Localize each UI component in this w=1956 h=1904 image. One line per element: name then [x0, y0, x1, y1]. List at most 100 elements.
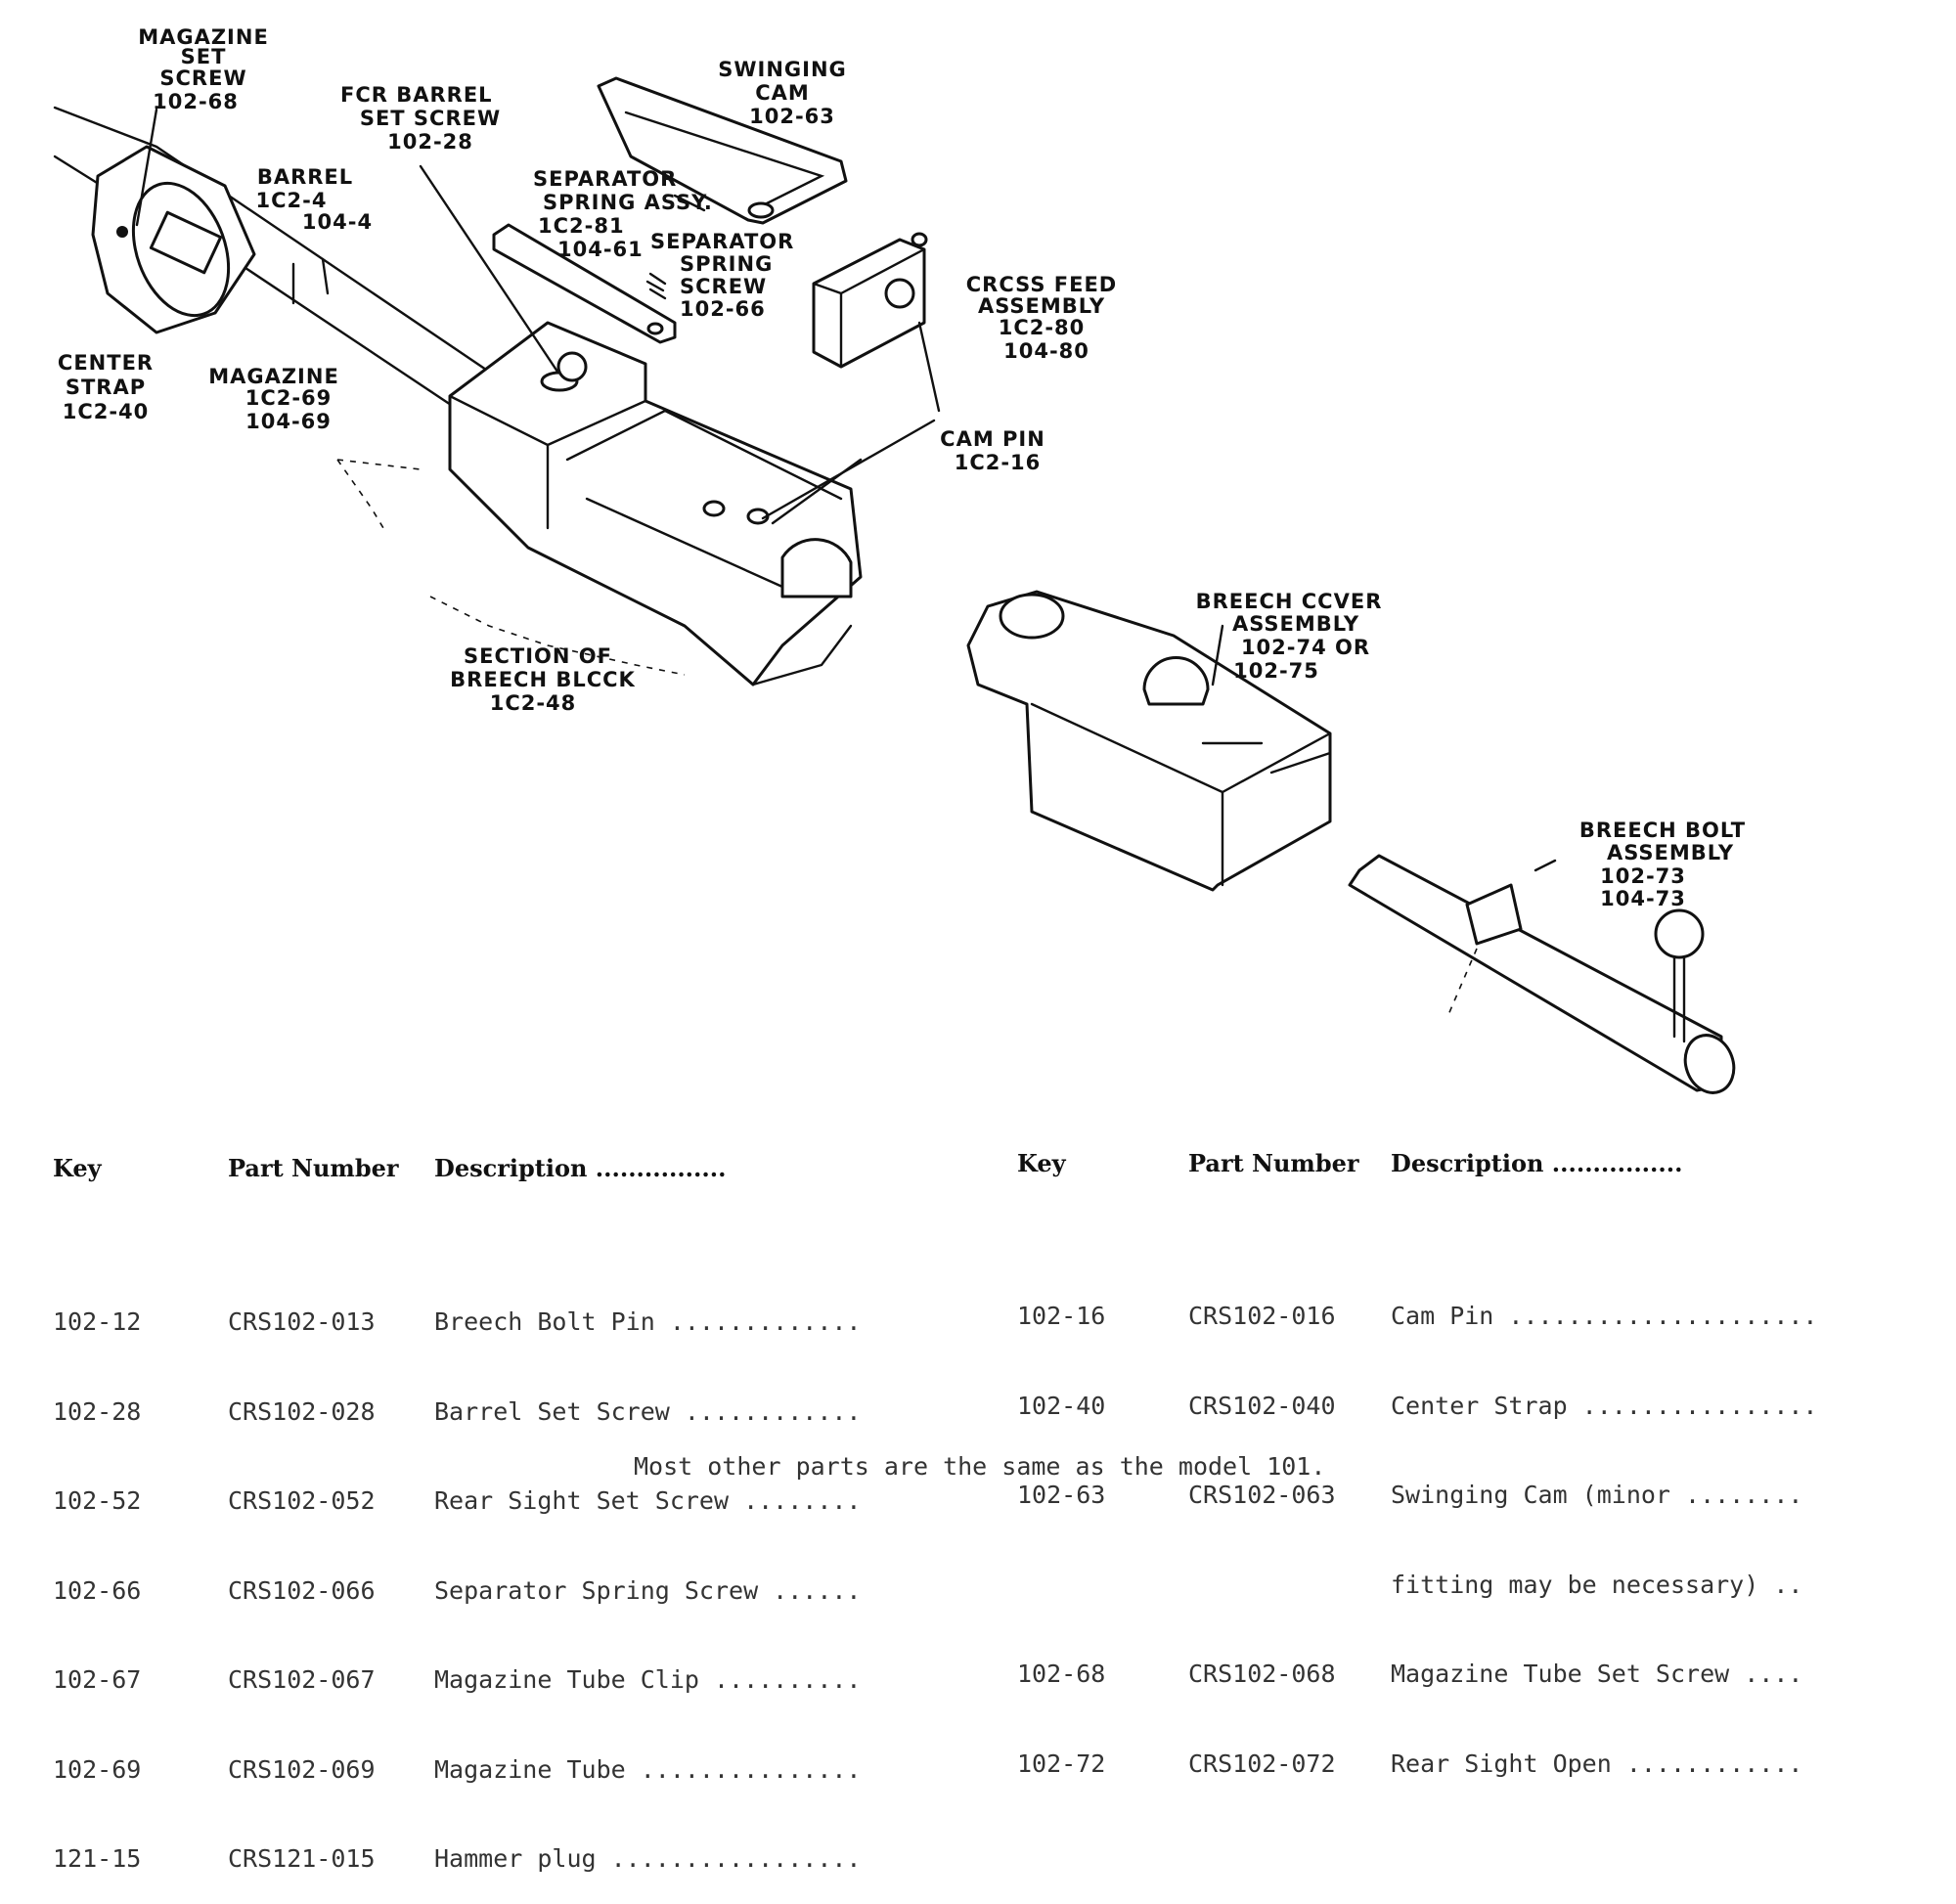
callout-line: SPRING [680, 252, 773, 276]
table-cell: 102-28 [53, 1396, 142, 1426]
table-cell: CRS121-015 [228, 1844, 376, 1873]
callout-line: SEPARATOR [533, 167, 677, 191]
callout-line: CENTER [58, 351, 154, 375]
callout-line: MAGAZINE [138, 25, 269, 49]
table-cell: Cam Pin ..................... [1391, 1302, 1818, 1330]
table-cell: 102-40 [1017, 1391, 1106, 1420]
table-cell: Magazine Tube Clip .......... [434, 1665, 862, 1694]
column-header-key: Key [53, 1154, 102, 1182]
callout-for-barrel-set-screw: FCR BARREL SET SCREW 102-28 [340, 83, 501, 154]
right-key-column: 102-16 102-40 102-63 102-68 102-72 [1017, 1242, 1105, 1809]
callout-line: SET SCREW [360, 107, 501, 130]
callout-line: ASSEMBLY [978, 294, 1105, 318]
callout-line: SPRING ASSY. [543, 191, 713, 214]
callout-line: BREECH BLCCK [450, 668, 636, 691]
callout-line: 1C2-16 [955, 451, 1042, 474]
table-cell: 102-66 [53, 1575, 142, 1605]
table-cell: Rear Sight Open ............ [1391, 1749, 1803, 1778]
callout-barrel: BARREL 1C2-4 104-4 [256, 165, 373, 234]
leader-lines [135, 108, 1557, 872]
left-key-column: 102-12 102-28 102-52 102-66 102-67 102-6… [53, 1248, 141, 1904]
left-description-column: Breech Bolt Pin ............. Barrel Set… [434, 1248, 862, 1904]
callout-line: CAM [755, 81, 810, 105]
table-cell: 102-69 [53, 1754, 142, 1784]
table-cell: CRS102-067 [228, 1665, 376, 1694]
callout-line: FCR BARREL [340, 83, 493, 107]
callout-line: 1C2-80 [999, 316, 1086, 339]
callout-line: SWINGING [718, 58, 847, 81]
callout-line: ASSEMBLY [1607, 841, 1734, 864]
table-cell: 102-63 [1017, 1481, 1106, 1509]
callout-line: 1C2-4 [256, 189, 328, 212]
callout-line: 104-61 [557, 238, 644, 261]
table-cell: CRS102-066 [228, 1575, 376, 1605]
callout-line: MAGAZINE [208, 365, 339, 388]
swinging-cam-drawing [597, 76, 848, 225]
table-cell: Barrel Set Screw ............ [434, 1396, 862, 1426]
callout-line: ASSEMBLY [1232, 612, 1359, 636]
column-header-description: Description ................ [434, 1154, 727, 1182]
callout-line: 102-28 [387, 130, 473, 154]
callout-swinging-cam: SWINGING CAM 102-63 [718, 58, 847, 128]
right-part-column: CRS102-016 CRS102-040 CRS102-063 CRS102-… [1188, 1242, 1336, 1809]
table-cell: 102-68 [1017, 1660, 1106, 1688]
callout-line: CAM PIN [940, 427, 1045, 451]
table-cell: CRS102-069 [228, 1754, 376, 1784]
callout-line: SECTION OF [464, 644, 612, 668]
column-header-part-number: Part Number [1188, 1149, 1359, 1177]
callout-line: 102-74 OR [1241, 636, 1370, 659]
callout-separator-spring-assy: SEPARATOR SPRING ASSY. 1C2-81 104-61 [533, 167, 713, 261]
callout-line: SEPARATOR [650, 230, 794, 253]
table-cell: 102-16 [1017, 1302, 1106, 1330]
cross-feed-drawing [812, 232, 928, 369]
footnote: Most other parts are the same as the mod… [634, 1452, 1326, 1481]
callout-line: 102-75 [1233, 659, 1319, 683]
callout-line: CRCSS FEED [966, 273, 1117, 296]
callout-line: BARREL [257, 165, 353, 189]
callout-section-of-breech-block: SECTION OF BREECH BLCCK 1C2-48 [450, 644, 636, 715]
table-cell: CRS102-040 [1188, 1391, 1336, 1420]
callout-cross-feed-assembly: CRCSS FEED ASSEMBLY 1C2-80 104-80 [966, 273, 1117, 363]
table-cell: Breech Bolt Pin ............. [434, 1307, 862, 1336]
callout-line: STRAP [66, 376, 146, 399]
callout-cam-pin: CAM PIN 1C2-16 [940, 427, 1045, 474]
table-cell: Center Strap ................ [1391, 1391, 1818, 1420]
callout-line: 102-68 [153, 90, 239, 113]
callout-separator-spring-screw: SEPARATOR SPRING SCREW 102-66 [650, 230, 794, 321]
table-cell: Magazine Tube Set Screw .... [1391, 1660, 1803, 1688]
breech-block-drawing [429, 321, 863, 686]
callout-line: SET [181, 45, 227, 68]
table-cell: fitting may be necessary) .. [1391, 1570, 1803, 1599]
table-cell: CRS102-072 [1188, 1749, 1336, 1778]
table-cell: 102-72 [1017, 1749, 1106, 1778]
column-header-key: Key [1017, 1149, 1066, 1177]
callout-line: 1C2-69 [245, 386, 333, 410]
separator-spring-drawing [492, 223, 677, 344]
callout-center-strap: CENTER STRAP 1C2-40 [58, 351, 154, 423]
table-cell: CRS102-068 [1188, 1660, 1336, 1688]
table-cell: Swinging Cam (minor ........ [1391, 1481, 1803, 1509]
callout-line: 1C2-40 [63, 400, 150, 423]
table-cell: CRS102-052 [228, 1486, 376, 1515]
breech-cover-drawing [966, 590, 1332, 892]
table-cell: 102-67 [53, 1665, 142, 1694]
callout-line: 104-4 [302, 210, 373, 234]
callout-line: BREECH BOLT [1579, 819, 1746, 842]
table-cell: Rear Sight Set Screw ........ [434, 1486, 862, 1515]
callout-line: BREECH CCVER [1196, 590, 1383, 613]
table-cell: CRS102-013 [228, 1307, 376, 1336]
callout-line: SCREW [680, 275, 767, 298]
table-cell [1188, 1571, 1336, 1601]
callout-line: 1C2-48 [490, 691, 577, 715]
barrel-and-magazine-drawing [53, 106, 491, 534]
callout-line: 102-73 [1600, 864, 1686, 888]
callout-line: 104-73 [1600, 887, 1686, 910]
table-cell: Magazine Tube ............... [434, 1754, 862, 1784]
table-cell: Hammer plug ................. [434, 1844, 862, 1873]
callout-line: 102-66 [680, 297, 766, 321]
right-description-column: Cam Pin ..................... Center Str… [1391, 1242, 1818, 1809]
table-cell: 102-12 [53, 1307, 142, 1336]
table-cell: CRS102-028 [228, 1396, 376, 1426]
callout-magazine-set-screw: MAGAZINE SET SCREW 102-68 [138, 25, 269, 113]
callout-line: 104-69 [245, 410, 332, 433]
